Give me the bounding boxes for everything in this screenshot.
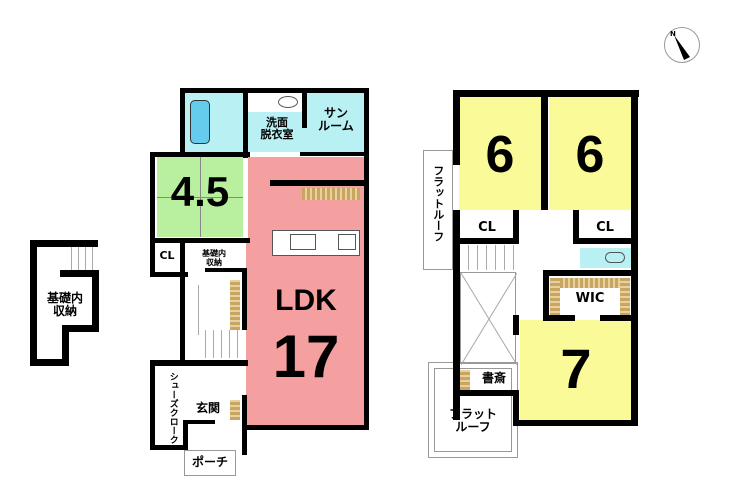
compass: N bbox=[664, 27, 700, 63]
sunroom bbox=[306, 92, 364, 152]
ldk-label: LDK bbox=[275, 284, 337, 317]
bedroom-right-size: 6 bbox=[575, 126, 605, 184]
flat-roof-bottom-label: フラット ルーフ bbox=[448, 407, 497, 434]
bedroom-right bbox=[549, 97, 631, 210]
pantry-shelf bbox=[302, 188, 360, 200]
bathtub-icon bbox=[190, 100, 210, 144]
wic-label: WIC bbox=[575, 291, 605, 306]
entrance-shelf bbox=[230, 400, 240, 420]
study-label: 書斎 bbox=[481, 371, 506, 385]
void-cross-icon bbox=[460, 272, 518, 366]
kitchen-sink-icon bbox=[290, 234, 316, 250]
flat-roof-left-label: フラットルーフ bbox=[431, 165, 445, 242]
closet-left-label: CL bbox=[478, 220, 496, 235]
ldk-size: 17 bbox=[272, 323, 340, 390]
entrance-label: 玄関 bbox=[195, 401, 220, 415]
study-shelf bbox=[460, 370, 470, 390]
stove-icon bbox=[338, 234, 356, 250]
bedroom-left-size: 6 bbox=[485, 126, 515, 184]
north-arrow-icon bbox=[674, 35, 690, 60]
bedroom-main bbox=[520, 320, 632, 425]
closet-right-label: CL bbox=[596, 220, 614, 235]
sink-icon bbox=[278, 96, 298, 108]
toilet-icon-2f bbox=[605, 252, 625, 263]
tatami-cl-label: CL bbox=[159, 249, 175, 262]
ldk-room bbox=[248, 157, 364, 425]
washroom bbox=[248, 112, 306, 152]
porch-label: ポーチ bbox=[191, 455, 228, 469]
stairs-2f bbox=[460, 245, 515, 270]
tatami-size: 4.5 bbox=[170, 168, 230, 215]
basement-storage-label: 基礎内 収納 bbox=[46, 291, 83, 318]
porch bbox=[184, 450, 236, 476]
shoe-closet-label: シューズクローク bbox=[167, 372, 178, 444]
bedroom-left bbox=[459, 97, 541, 210]
bedroom-main-size: 7 bbox=[560, 337, 592, 400]
basement-stairs bbox=[65, 247, 93, 270]
washroom-label: 洗面 脱衣室 bbox=[260, 116, 294, 141]
compass-label: N bbox=[670, 30, 676, 38]
ldk-lower-left bbox=[246, 240, 250, 425]
flat-roof-left bbox=[423, 150, 453, 270]
stairs bbox=[198, 330, 240, 358]
stair-void bbox=[460, 272, 518, 366]
sunroom-label: サン ルーム bbox=[318, 106, 354, 133]
stair-shelf bbox=[230, 280, 240, 330]
under-stair-storage-label: 基礎内 収納 bbox=[202, 249, 226, 267]
